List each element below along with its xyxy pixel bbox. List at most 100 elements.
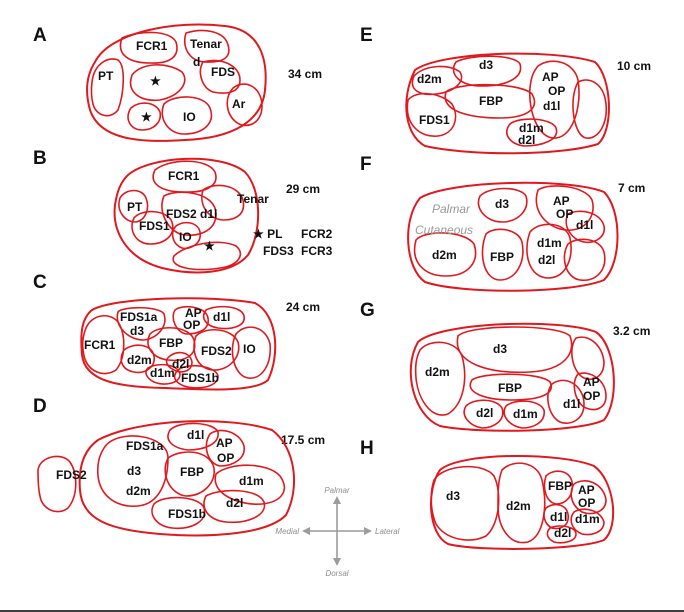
fascicle (165, 351, 193, 373)
fascicle (81, 315, 125, 375)
panel-letter: B (33, 148, 47, 169)
faint-label: Cutaneous (415, 223, 473, 237)
fascicle (570, 508, 605, 536)
fascicle-label: d1m (537, 236, 562, 250)
fascicle-label: d1l (576, 218, 593, 232)
fascicle-label: d2l (538, 253, 555, 267)
nerve-outline (430, 454, 615, 550)
fascicle-label: d3 (493, 342, 507, 356)
fascicle (203, 489, 266, 524)
fascicle (481, 228, 524, 281)
distance-label: 34 cm (288, 67, 322, 81)
fascicle-label: d1m (513, 407, 538, 421)
panel-letter: D (33, 396, 47, 417)
fascicle (528, 60, 580, 139)
fascicle-label: d (193, 55, 200, 69)
arrow-down-icon (333, 558, 341, 566)
fascicle (506, 118, 558, 147)
fascicle-label: d1m (575, 512, 600, 526)
fascicle (172, 305, 209, 335)
fascicle (546, 525, 577, 544)
nerve-outline (78, 420, 296, 537)
nerve-outline (113, 157, 260, 274)
orientation-compass: Palmar Dorsal Medial Lateral (275, 486, 399, 578)
fascicle (214, 464, 286, 505)
fascicle (129, 64, 186, 101)
panel-a: A 34 cm FCR1 Tenar d FDS PT ★ Ar ★ IO (33, 23, 322, 142)
fascicle (161, 191, 217, 236)
fascicle-label: d3 (495, 197, 509, 211)
fascicle-label: OP (556, 207, 573, 221)
compass-label-top: Palmar (324, 486, 350, 495)
fascicle-label: FBP (490, 250, 514, 264)
fascicle (535, 185, 594, 231)
fascicle (96, 435, 169, 507)
fascicle-label: FBP (479, 94, 503, 108)
fascicle-label: FDS1 (419, 113, 450, 127)
fascicle-label: d1l (550, 510, 567, 524)
fascicle-label: FDS1 (139, 219, 170, 233)
fascicle (167, 422, 219, 451)
fascicle (151, 496, 206, 530)
side-note: FDS3 (263, 244, 294, 258)
fascicle (164, 451, 215, 497)
fascicle-label: FDS1a (120, 310, 158, 324)
fascicle (184, 29, 230, 63)
fascicle (201, 184, 245, 221)
fascicle-label: d2l (172, 357, 189, 371)
fascicle (547, 379, 585, 424)
fascicle-label: FCR1 (136, 39, 168, 53)
distance-label: 29 cm (286, 182, 320, 196)
panel-b: B 29 cm FCR1 Tenar PT FDS2 d1l FDS1 IO ★… (33, 148, 333, 274)
fascicle-label: FDS1a (126, 439, 164, 453)
fascicle-label: AP (583, 375, 600, 389)
fascicle (127, 102, 162, 131)
fascicle-label: AP (553, 194, 570, 208)
fascicle-label: d3 (127, 464, 141, 478)
fascicle (147, 327, 196, 362)
fascicle-label: FDS1b (168, 507, 206, 521)
fascicle-label: d2m (417, 72, 442, 86)
panel-h: H d3 d2m FBP AP OP d1l d1m d2l (360, 438, 615, 550)
distance-label: 3.2 cm (613, 324, 650, 338)
fascicle (563, 238, 606, 281)
compass-label-right: Lateral (375, 527, 400, 536)
fascicle-label: IO (183, 110, 196, 124)
nerve-outline (86, 23, 267, 142)
fascicle (571, 336, 605, 380)
fascicle (503, 400, 545, 429)
fascicle (199, 59, 241, 94)
fascicle (118, 189, 149, 223)
fascicle (173, 364, 219, 389)
fascicle-label: FDS2 (56, 468, 87, 482)
panel-d: D 17.5 cm d1l FDS1a AP OP d3 FBP FDS2 d2… (33, 396, 325, 537)
fascicle (543, 470, 574, 505)
arrow-left-icon (302, 527, 310, 535)
fascicle-label: d1m (150, 366, 175, 380)
fascicle (497, 462, 546, 544)
fascicle-label: d3 (479, 58, 493, 72)
distance-label: 17.5 cm (281, 433, 325, 447)
fascicle-label: IO (179, 230, 192, 244)
fascicle-label: FDS1b (181, 371, 219, 385)
fascicle (452, 55, 522, 87)
side-note: ★ PL (253, 227, 282, 241)
fascicle-label: d3 (130, 324, 144, 338)
fascicle-label: d1l (563, 397, 580, 411)
panel-c: C 24 cm FDS1a AP OP d1l d3 FCR1 FBP FDS2… (33, 272, 320, 391)
fascicle (456, 326, 573, 374)
fascicle (463, 399, 504, 429)
nerve-outline (409, 322, 615, 432)
panel-e: E 10 cm d3 d2m AP OP FBP d1l FDS1 d1m d2… (360, 25, 651, 155)
fascicle-label: OP (217, 451, 234, 465)
fascicle-label: d1m (519, 121, 544, 135)
fascicle-label: d2l (554, 526, 571, 540)
fascicle (444, 83, 536, 119)
star-marker: ★ (150, 74, 161, 88)
fascicle-label: FBP (548, 479, 572, 493)
fascicle (131, 210, 174, 245)
fascicle (477, 187, 528, 223)
fascicle-label: OP (183, 318, 200, 332)
fascicle-label: d2m (127, 353, 152, 367)
